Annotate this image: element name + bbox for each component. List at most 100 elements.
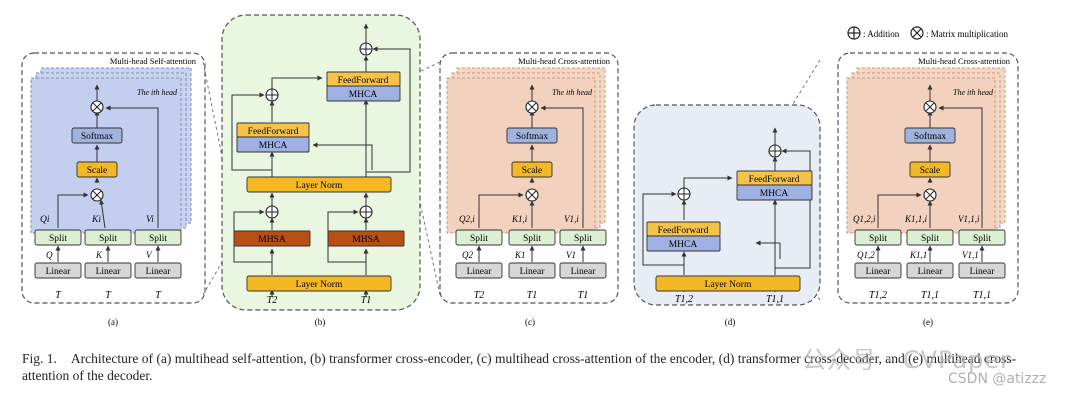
csdn-watermark: CSDN @atizzz: [948, 371, 1047, 387]
panel-c-split-box-q: [455, 229, 503, 246]
matmul-legend-icon: [910, 26, 924, 40]
panel-e-v-head-label: V1,1,i: [958, 214, 980, 224]
panel-c-q-head-label: Q2,i: [459, 214, 475, 224]
panel-b-addition-left-icon: [265, 205, 279, 219]
panel-a-linear-label-k: Linear: [96, 267, 122, 277]
panel-e-scale-box: [909, 161, 951, 178]
panel-a-head-stack: [30, 67, 192, 234]
panel-e-arrows: [875, 84, 985, 262]
panel-d-tag: (d): [725, 317, 736, 327]
matmul-legend-label: : Matrix multiplication: [926, 29, 1008, 39]
panel-c-split-box-v: [559, 229, 607, 246]
panel-e-split-label-q: Split: [869, 234, 887, 244]
panel-e-head-stack: [846, 67, 1006, 234]
panel-c-split-label-k: Split: [523, 234, 541, 244]
panel-d-layernorm-label: Layer Norm: [705, 280, 752, 290]
panel-e-split-label-k: Split: [921, 234, 939, 244]
panel-a-input-2: T: [105, 290, 112, 301]
panel-e-scale-label: Scale: [920, 166, 941, 176]
panel-c-linear-label-k: Linear: [520, 267, 546, 277]
panel-b-layernorm-bottom-label: Layer Norm: [296, 280, 343, 290]
panel-c-scale-label: Scale: [522, 166, 543, 176]
panel-e-matmul-top-icon: [923, 100, 937, 114]
panel-a-split-label-v: Split: [149, 234, 167, 244]
panel-b-addition-right-icon: [359, 205, 373, 219]
panel-e-split-label-v: Split: [973, 234, 991, 244]
panel-a-arrows: [55, 84, 161, 262]
panel-c-input-1: T2: [474, 290, 485, 301]
panel-e-k-label: K1,1: [909, 250, 927, 260]
panel-c-title: Multi-head Cross-attention: [518, 56, 611, 66]
panel-c-input-3: T1: [578, 290, 589, 301]
panel-e: Multi-head Cross-attention The ith head …: [837, 52, 1019, 327]
panel-e-softmax-label: Softmax: [914, 131, 946, 142]
panel-b: Layer Norm MHSA MHSA Layer Norm FeedForw…: [221, 14, 421, 327]
panel-e-linear-label-q: Linear: [866, 267, 892, 277]
panel-a-split-box-v: [134, 229, 182, 246]
panel-c-head-stack: [446, 67, 606, 234]
panel-b-tag: (b): [315, 317, 326, 327]
panel-b-frame: [221, 14, 421, 311]
panel-e-linear-box-v: [958, 262, 1006, 279]
panel-a-softmax-label: Softmax: [81, 131, 113, 142]
panel-c-linear-box-v: [559, 262, 607, 279]
panel-c-v-label: V1: [566, 250, 576, 260]
panel-a-q-head-label: Qi: [40, 215, 50, 225]
panel-e-split-box-v: [958, 229, 1006, 246]
panel-c-q-label: Q2: [462, 250, 473, 260]
panel-b-addition-top-icon: [359, 42, 373, 56]
panel-d-input-1: T1,2: [675, 294, 693, 305]
panel-b-layernorm-bottom-box: [246, 275, 392, 292]
panel-a-input-1: T: [55, 290, 62, 301]
panel-a-softmax-box: [71, 127, 123, 144]
panel-a-linear-box-k: [84, 262, 132, 279]
panel-e-title: Multi-head Cross-attention: [918, 56, 1011, 66]
panel-e-head-label: The ith head: [953, 88, 994, 97]
panel-d-input-2: T1,1: [766, 294, 784, 305]
panel-b-mhca-right-box: [326, 85, 401, 102]
panel-a-linear-box-v: [134, 262, 182, 279]
panel-d-feedforward-right-label: FeedForward: [749, 175, 800, 185]
panel-c-arrows: [476, 84, 586, 262]
panel-e-matmul-bottom-icon: [923, 188, 937, 202]
panel-d-addition-top-icon: [768, 144, 782, 158]
panel-c-linear-box-q: [455, 262, 503, 279]
panel-a-linear-box-q: [34, 262, 82, 279]
panel-c-matmul-top-icon: [525, 100, 539, 114]
panel-b-mhca-left-box: [236, 136, 310, 153]
panel-b-input-1: T2: [267, 295, 278, 306]
panel-a-split-box-q: [34, 229, 82, 246]
legend: : Addition : Matrix multiplication: [847, 26, 1008, 40]
panel-e-input-1: T1,2: [869, 290, 887, 301]
panel-e-input-3: T1,1: [973, 290, 991, 301]
panel-e-k-head-label: K1,1,i: [904, 214, 928, 224]
panel-a-q-label: Q: [46, 250, 53, 260]
panel-a-linear-label-v: Linear: [146, 267, 172, 277]
panel-a-split-label-k: Split: [99, 234, 117, 244]
panel-d-addition-left-icon: [677, 187, 691, 201]
panel-a: Multi-head Self-attention The ith head S…: [21, 52, 206, 327]
panel-d-mhca-left-box: [646, 235, 721, 252]
panel-d-mhca-right-box: [736, 184, 813, 201]
panel-b-input-2: T1: [361, 295, 372, 306]
panel-d-mhca-right-label: MHCA: [760, 189, 789, 199]
panel-c-k-head-label: K1,i: [511, 214, 528, 224]
panel-a-title: Multi-head Self-attention: [110, 56, 197, 66]
panel-c-linear-label-q: Linear: [467, 267, 493, 277]
panel-a-scale-label: Scale: [87, 166, 108, 176]
panel-c-linear-box-k: [508, 262, 556, 279]
panel-b-mhsa-box-right: [327, 230, 405, 247]
panel-e-split-box-k: [906, 229, 954, 246]
panel-a-matmul-bottom-icon: [90, 188, 104, 202]
panel-c-split-label-v: Split: [574, 234, 592, 244]
panel-c-frame: [439, 52, 619, 304]
panel-a-k-head-label: Ki: [91, 215, 101, 225]
panel-e-tag: (e): [923, 317, 933, 327]
panel-e-split-box-q: [854, 229, 902, 246]
panel-b-layernorm-top-box: [246, 176, 392, 193]
panel-a-matmul-top-icon: [90, 100, 104, 114]
panel-e-frame: [837, 52, 1019, 304]
addition-legend-label: : Addition: [863, 29, 900, 39]
panel-b-mhsa-label-left: MHSA: [258, 235, 286, 245]
panel-d-mhca-left-label: MHCA: [669, 240, 698, 250]
